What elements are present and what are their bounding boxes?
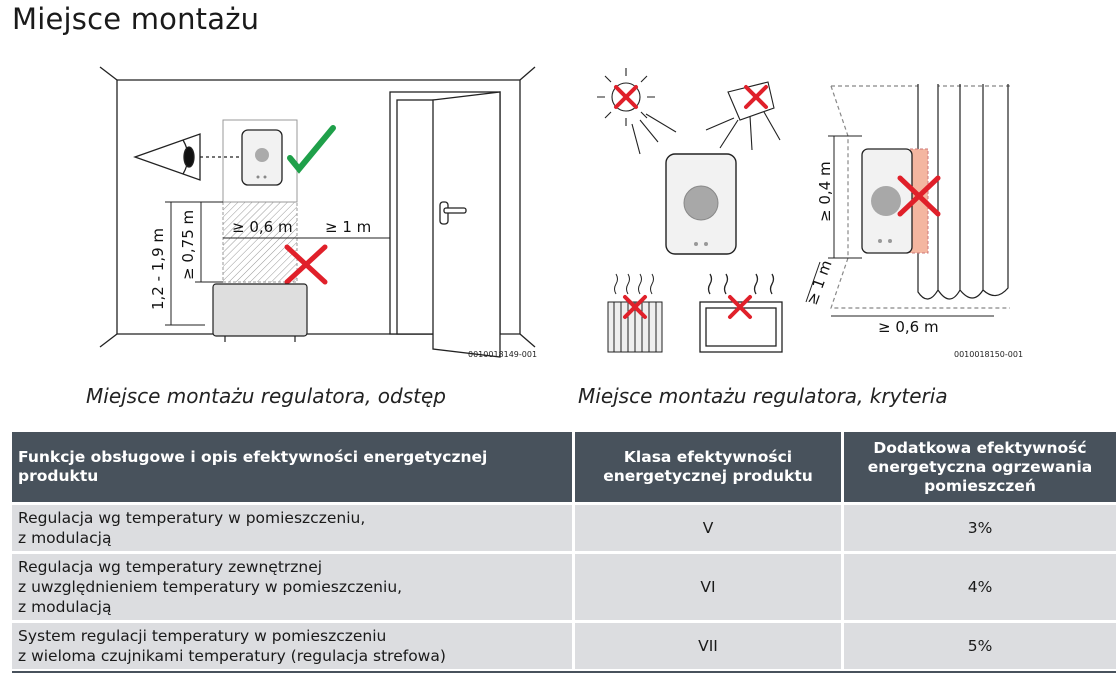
row-efficiency: 3%	[842, 502, 1116, 553]
thermostat-dial	[683, 185, 719, 221]
sun-icon	[597, 68, 677, 155]
forbidden-zone	[222, 201, 298, 283]
check-icon	[287, 125, 336, 174]
table-row: System regulacji temperatury w pomieszcz…	[12, 620, 1116, 669]
table-row: Regulacja wg temperatury zewnętrznej z u…	[12, 551, 1116, 622]
figure-code: 0010018149-001	[468, 350, 537, 359]
cross-icon	[897, 175, 941, 217]
dim-door-distance: ≥ 1 m	[325, 218, 371, 236]
column-header: Klasa efektywności energetycznej produkt…	[573, 432, 844, 504]
cross-icon	[614, 85, 638, 109]
cross-icon	[623, 295, 647, 319]
tv-icon	[699, 273, 783, 353]
eye-icon	[133, 133, 240, 181]
table-row: Regulacja wg temperatury w pomieszczeniu…	[12, 502, 1116, 553]
mounting-distance-figure: 1,2 - 1,9 m ≥ 0,75 m ≥ 0,6 m ≥ 1 m 00100…	[99, 66, 537, 359]
door-drawing	[389, 91, 501, 358]
curtain-drawing	[830, 84, 1010, 309]
cross-icon	[728, 295, 752, 319]
table-bottom-rule	[12, 671, 1116, 673]
row-class: VII	[573, 620, 844, 669]
row-class: V	[573, 502, 844, 553]
row-efficiency: 4%	[842, 551, 1116, 622]
row-description: Regulacja wg temperatury zewnętrznej z u…	[12, 551, 575, 622]
radiator-drawing	[212, 283, 308, 342]
thermostat-dial	[255, 148, 269, 162]
figure-caption-left: Miejsce montażu regulatora, odstęp	[86, 384, 446, 408]
dim-min-height: ≥ 0,4 m	[816, 161, 834, 222]
column-header: Dodatkowa efektywność energetyczna ogrze…	[842, 432, 1116, 504]
radiator-icon	[607, 273, 663, 353]
dim-min-height: ≥ 0,75 m	[179, 210, 197, 280]
dim-min-width: ≥ 0,6 m	[232, 218, 293, 236]
figure-code: 0010018150-001	[954, 350, 1023, 359]
efficiency-table: Funkcje obsługowe i opis efektywności en…	[12, 432, 1116, 669]
row-efficiency: 5%	[842, 620, 1116, 669]
dim-min-depth: ≥ 1 m	[803, 258, 836, 308]
lamp-icon	[705, 81, 781, 151]
page-title: Miejsce montażu	[12, 2, 260, 36]
dim-min-width: ≥ 0,6 m	[878, 318, 939, 336]
figure-caption-right: Miejsce montażu regulatora, kryteria	[578, 384, 948, 408]
cross-icon	[284, 244, 328, 285]
column-header: Funkcje obsługowe i opis efektywności en…	[12, 432, 575, 504]
dim-height-range: 1,2 - 1,9 m	[149, 228, 167, 310]
thermostat-dial	[871, 186, 901, 216]
row-class: VI	[573, 551, 844, 622]
table-header-row: Funkcje obsługowe i opis efektywności en…	[12, 432, 1116, 504]
row-description: Regulacja wg temperatury w pomieszczeniu…	[12, 502, 575, 553]
mounting-criteria-figure: ≥ 0,4 m ≥ 1 m ≥ 0,6 m 0010018150-001	[597, 68, 1023, 359]
row-description: System regulacji temperatury w pomieszcz…	[12, 620, 575, 669]
cross-icon	[744, 85, 768, 109]
